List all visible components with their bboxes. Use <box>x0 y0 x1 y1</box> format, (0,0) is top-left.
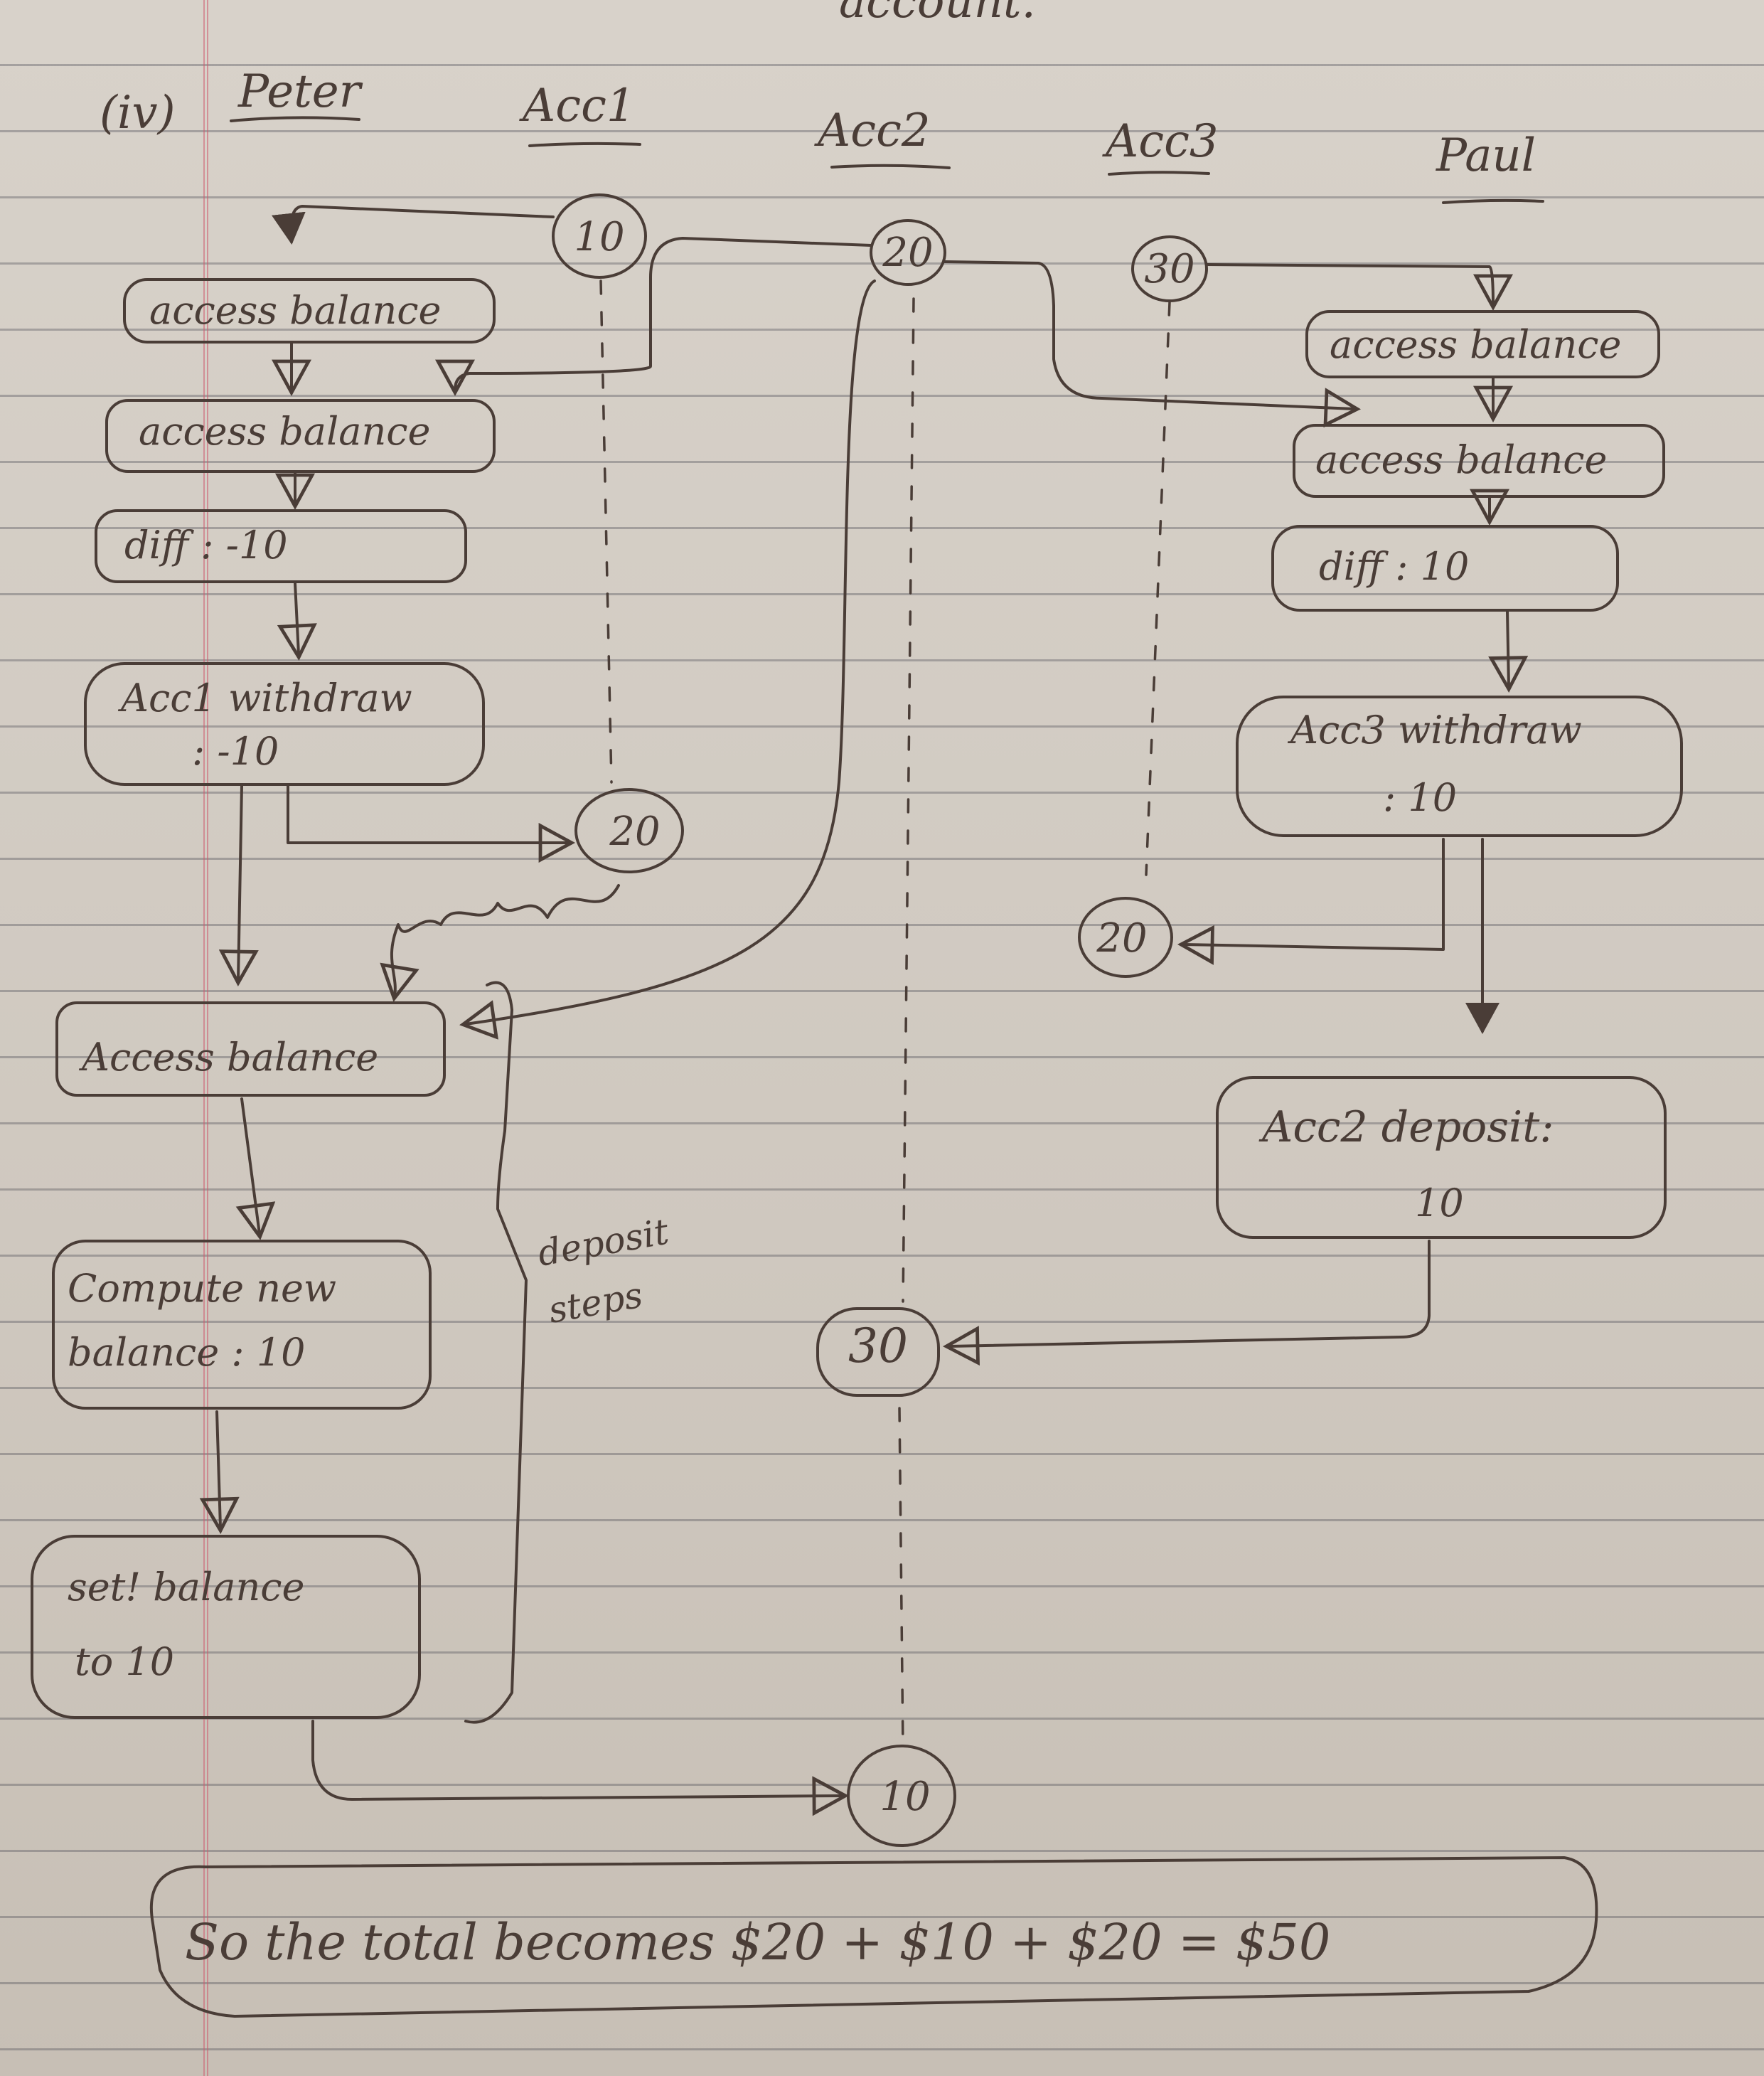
peter-box-diff <box>95 509 467 583</box>
top-fragment-text: account. <box>839 0 1036 28</box>
margin-line <box>203 0 208 2076</box>
paul-steps: access balance access balance diff : 10 … <box>1216 310 1683 1239</box>
lifeline-acc1 <box>599 280 613 784</box>
arrow-acc2-to-access3 <box>466 280 876 1024</box>
peter-step-3: diff : -10 <box>124 523 288 568</box>
header-acc2-underline <box>830 164 951 169</box>
header-acc1: Acc1 <box>519 80 636 132</box>
peter-step-7-line1: set! balance <box>68 1565 304 1609</box>
peter-box-access-3 <box>55 1001 446 1097</box>
header-peter-underline <box>230 116 360 122</box>
header-acc1-underline <box>528 142 641 147</box>
balance-acc2-start: 20 <box>882 230 933 276</box>
header-acc3-underline <box>1108 171 1210 176</box>
peter-box-set <box>31 1535 421 1719</box>
lifeline-acc2-lower <box>898 1407 904 1751</box>
lifelines <box>599 280 1171 1751</box>
paul-step-4-line1: Acc3 withdraw <box>1287 708 1582 752</box>
peter-box-access-1 <box>123 278 496 344</box>
circle-acc2-start <box>870 219 946 286</box>
peter-step-6-line2: balance : 10 <box>68 1330 305 1375</box>
arrow-set-to-acc2 <box>311 1720 843 1799</box>
arrow-acc1-to-peter <box>271 205 555 245</box>
arrow-acc2-to-peter <box>455 237 872 390</box>
arrows <box>217 205 1509 1799</box>
deposit-steps-annotation: deposit steps <box>464 981 673 1724</box>
header-acc3: Acc3 <box>1102 115 1219 168</box>
lifeline-acc2-upper <box>902 297 915 1303</box>
header-acc2: Acc2 <box>814 105 931 157</box>
arrow-paul-withdraw-to-acc3 <box>1184 838 1445 949</box>
peter-box-access-2 <box>105 399 496 473</box>
paul-step-2: access balance <box>1315 437 1607 482</box>
paul-step-5-line2: 10 <box>1415 1181 1464 1225</box>
peter-step-4-line1: Acc1 withdraw <box>117 676 412 720</box>
paul-box-withdraw <box>1236 696 1683 837</box>
circle-acc1-start <box>552 193 647 279</box>
conclusion-text: So the total becomes $20 + $10 + $20 = $… <box>185 1913 1330 1971</box>
arrow-peter-6-7 <box>217 1410 220 1528</box>
balance-acc1-after: 20 <box>609 809 660 855</box>
header-peter: Peter <box>237 65 363 118</box>
paul-step-5-line1: Acc2 deposit: <box>1258 1102 1554 1152</box>
balance-acc2-final: 10 <box>880 1774 930 1820</box>
header-paul-underline <box>1442 198 1544 204</box>
arrow-acc2-to-paul <box>944 260 1354 409</box>
conclusion-box <box>149 1856 1598 2018</box>
arrow-peter-3-4 <box>295 582 299 654</box>
circle-acc2-after-deposit <box>816 1307 940 1397</box>
peter-box-compute <box>52 1240 432 1410</box>
circle-acc1-after <box>574 788 684 873</box>
paul-box-access-1 <box>1305 310 1660 378</box>
peter-step-7-line2: to 10 <box>75 1639 174 1684</box>
peter-step-5: Access balance <box>78 1035 378 1080</box>
lifeline-acc3 <box>1145 301 1171 876</box>
arrow-withdraw-to-acc1 <box>287 784 569 843</box>
paul-step-3: diff : 10 <box>1319 544 1469 589</box>
arrow-withdraw-to-access3 <box>238 784 242 980</box>
paul-box-diff <box>1271 525 1619 612</box>
circle-acc3-after <box>1078 897 1173 978</box>
peter-step-6-line1: Compute new <box>68 1266 336 1311</box>
balance-acc2-after-deposit: 30 <box>848 1319 908 1373</box>
deposit-steps-bracket <box>464 981 528 1724</box>
peter-step-1: access balance <box>149 288 441 333</box>
annotation-line2: steps <box>545 1274 646 1331</box>
balance-acc3-after: 20 <box>1096 915 1147 962</box>
balance-acc1-start: 10 <box>574 214 624 260</box>
balance-acc3-start: 30 <box>1144 246 1194 292</box>
paul-box-deposit <box>1216 1076 1667 1239</box>
peter-box-withdraw <box>84 662 485 786</box>
arrow-peter-5-6 <box>242 1097 260 1234</box>
paul-step-4-line2: : 10 <box>1383 775 1457 820</box>
conclusion: So the total becomes $20 + $10 + $20 = $… <box>149 1856 1598 2018</box>
circle-acc3-start <box>1131 235 1208 302</box>
arrow-deposit-to-acc2 <box>949 1240 1431 1346</box>
header-paul: Paul <box>1436 129 1536 182</box>
balance-circles: 10 20 30 20 20 30 10 <box>552 193 1208 1847</box>
arrow-acc1-to-access3-squiggle <box>392 884 620 996</box>
arrow-paul-3-4 <box>1507 610 1509 686</box>
paul-step-1: access balance <box>1330 322 1621 367</box>
peter-steps: access balance access balance diff : -10… <box>31 278 496 1719</box>
annotation-line1: deposit <box>535 1210 673 1274</box>
section-label: (iv) <box>100 87 176 139</box>
peter-step-4-line2: : -10 <box>192 729 279 774</box>
arrow-acc3-to-paul <box>1205 263 1493 304</box>
column-headers: Peter Acc1 Acc2 Acc3 Paul <box>230 65 1544 204</box>
peter-step-2: access balance <box>139 409 430 454</box>
